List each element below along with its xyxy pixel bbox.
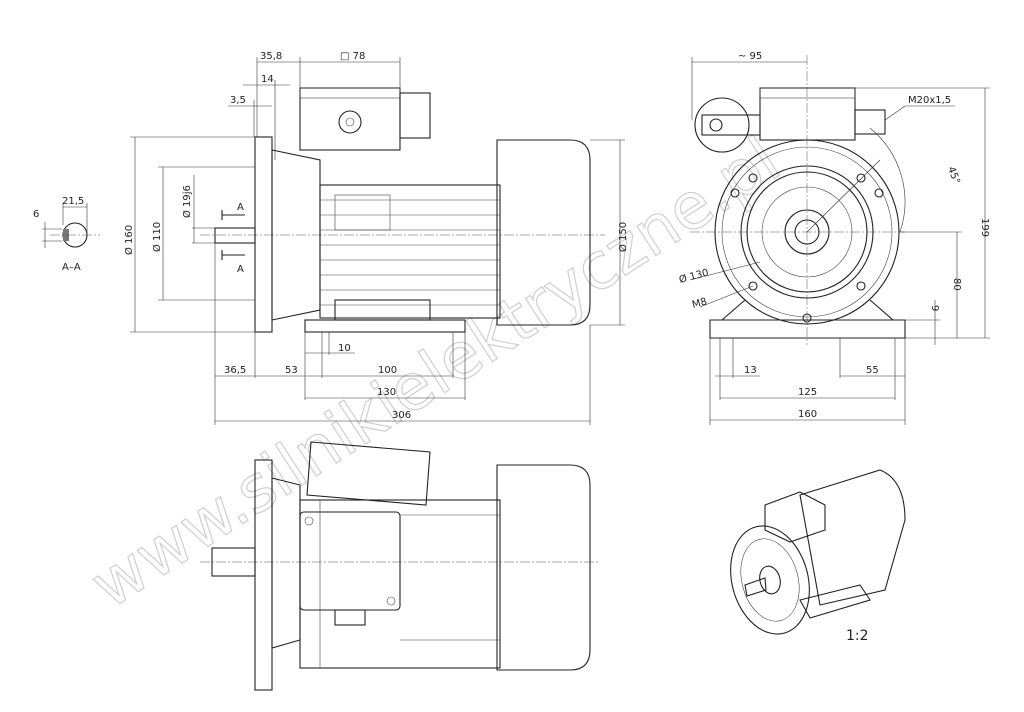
dim-shaft-height: 80 — [951, 278, 962, 291]
isometric-view: 1:2 — [730, 469, 906, 644]
dim-flange-to-foot: 53 — [285, 365, 298, 376]
dim-front-foot-hole: 13 — [744, 365, 757, 376]
dim-foot-hole: 10 — [338, 343, 351, 354]
scale-label: 1:2 — [846, 628, 869, 644]
dim-thread: M8 — [691, 296, 708, 311]
dim-flange-to-box: 35,8 — [260, 51, 282, 62]
section-a-a: 21,5 6 A–A — [33, 196, 100, 273]
dim-key-width: 6 — [33, 209, 39, 220]
cut-mark-a-top: A — [237, 202, 244, 213]
dim-foot-length: 130 — [377, 387, 396, 398]
dim-spigot-diameter: Ø 110 — [151, 222, 163, 252]
side-view: A A 35,8 □ 78 14 3,5 Ø 160 Ø 110 Ø 19j6 … — [123, 51, 629, 425]
dim-total-height: 199 — [979, 218, 990, 237]
dim-spigot: 14 — [261, 74, 274, 85]
dim-box-offset: ~ 95 — [738, 51, 762, 62]
dim-bolt-circle: Ø 130 — [678, 267, 710, 286]
dim-foot-width: 160 — [798, 409, 817, 420]
dim-front-foot-holes-distance: 125 — [798, 387, 817, 398]
front-view: ~ 95 M20x1,5 45° 199 80 9 Ø 130 M8 13 55… — [678, 51, 990, 425]
dim-total-length: 306 — [392, 410, 411, 421]
section-label: A–A — [62, 262, 81, 273]
dim-angle: 45° — [945, 165, 961, 185]
dim-shaft-length: 36,5 — [224, 365, 246, 376]
cut-mark-a-bottom: A — [237, 264, 244, 275]
dim-key-depth: 21,5 — [62, 196, 84, 207]
dim-box-size: □ 78 — [340, 51, 365, 62]
plan-view — [200, 441, 600, 691]
dim-flange-diameter: Ø 160 — [123, 225, 135, 255]
dim-fan-diameter: Ø 150 — [617, 222, 629, 252]
dim-foot-edge: 55 — [866, 365, 879, 376]
dim-shaft-diameter: Ø 19j6 — [181, 185, 193, 218]
dim-foot-holes-distance: 100 — [378, 365, 397, 376]
dim-cable-gland: M20x1,5 — [908, 95, 951, 106]
dim-foot-thickness: 9 — [929, 305, 940, 311]
dim-flange-thickness: 3,5 — [230, 95, 246, 106]
